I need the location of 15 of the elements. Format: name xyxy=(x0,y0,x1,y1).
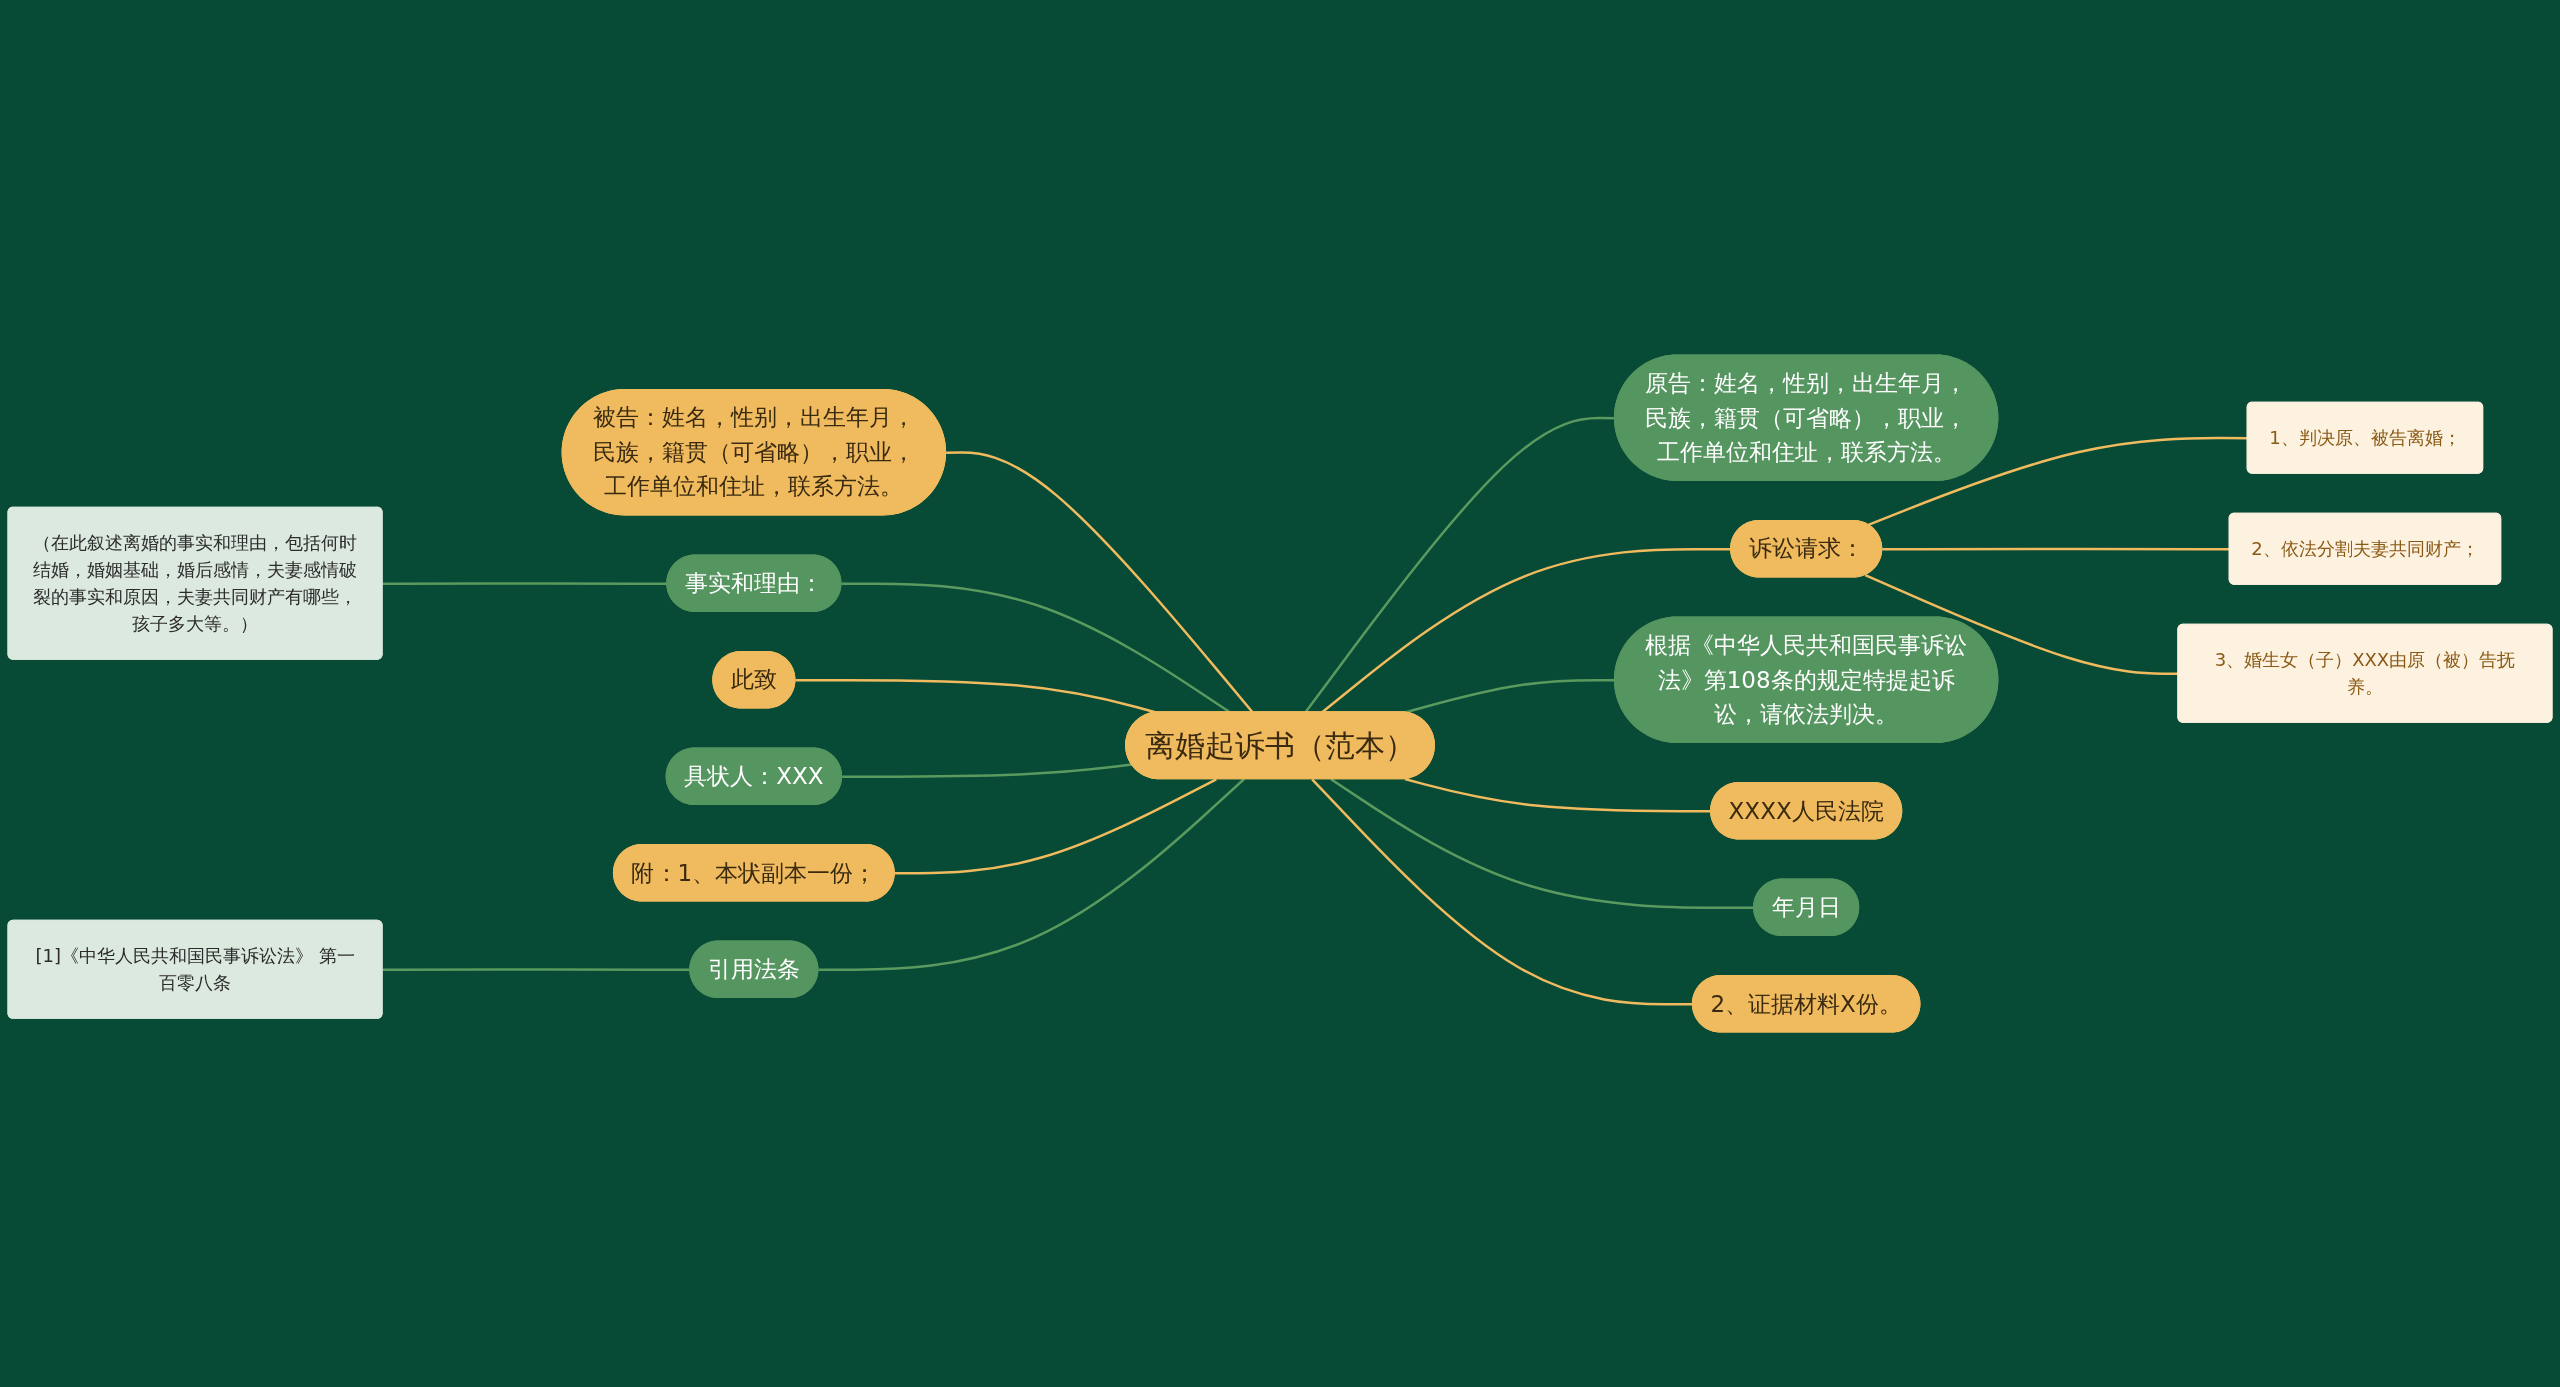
connector xyxy=(818,778,1245,972)
connector xyxy=(1867,436,2248,527)
connector xyxy=(1882,547,2230,551)
connector xyxy=(382,582,668,585)
connector xyxy=(1404,777,1712,813)
connector xyxy=(1311,778,1693,1006)
connector xyxy=(1330,778,1755,910)
connector xyxy=(1321,547,1732,714)
connector xyxy=(795,678,1157,714)
connector xyxy=(842,763,1133,778)
connector xyxy=(894,778,1217,875)
connector xyxy=(1864,573,2179,675)
connector xyxy=(382,968,691,972)
connector xyxy=(1304,416,1615,713)
connector xyxy=(1404,678,1615,714)
